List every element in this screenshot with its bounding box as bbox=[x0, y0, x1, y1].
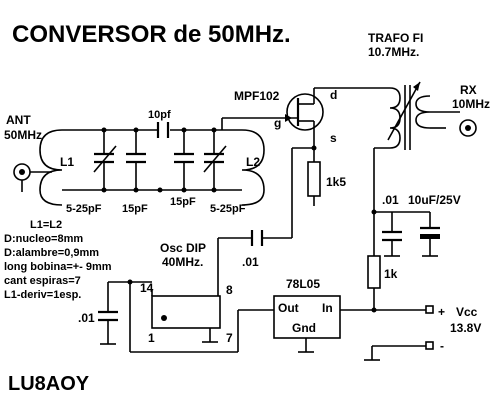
cap-15a-label: 15pF bbox=[122, 203, 148, 215]
capacitor-15pf-a bbox=[126, 127, 146, 193]
rx-label: RX bbox=[460, 83, 477, 97]
reg-label: 78L05 bbox=[286, 277, 320, 291]
fet-mpf102 bbox=[222, 88, 324, 148]
osc-pin-8: 8 bbox=[226, 283, 233, 297]
capacitor-01-c bbox=[98, 282, 118, 345]
reg-out-label: Out bbox=[278, 301, 299, 315]
reg-in-label: In bbox=[322, 301, 333, 315]
rx-connector bbox=[459, 119, 477, 137]
trimmer-left bbox=[93, 127, 117, 193]
vcc-terminal-plus bbox=[425, 305, 434, 314]
coil-l2 bbox=[212, 129, 265, 206]
capacitor-10pf bbox=[156, 122, 170, 138]
diagram-title: CONVERSOR de 50MHz. bbox=[12, 21, 291, 48]
vcc-plus: + bbox=[438, 305, 445, 319]
res-1k5-label: 1k5 bbox=[326, 175, 346, 189]
trim-left-label: 5-25pF bbox=[66, 203, 102, 215]
ant-freq-label: 50MHz bbox=[4, 128, 42, 142]
cap-elec-label: 10uF/25V bbox=[408, 193, 461, 207]
cap-01a-label: .01 bbox=[382, 193, 399, 207]
cap-01c-label: .01 bbox=[78, 311, 95, 325]
trafo-label: TRAFO FI bbox=[368, 31, 423, 45]
osc-label: Osc DIP bbox=[160, 241, 206, 255]
note-line: long bobina=+- 9mm bbox=[4, 261, 112, 273]
l1-label: L1 bbox=[60, 155, 74, 169]
antenna-connector bbox=[13, 163, 31, 192]
vcc-minus: - bbox=[440, 339, 444, 353]
osc-dip-module bbox=[151, 290, 221, 329]
resistor-1k5 bbox=[307, 161, 321, 206]
callsign: LU8AOY bbox=[8, 373, 90, 395]
cap-15b-label: 15pF bbox=[170, 196, 196, 208]
trafo-fi bbox=[370, 81, 431, 150]
fet-pin-d: d bbox=[330, 88, 337, 102]
vcc-label: Vcc bbox=[456, 305, 478, 319]
vcc-terminal-minus bbox=[425, 341, 434, 350]
note-line: D:alambre=0,9mm bbox=[4, 247, 99, 259]
fet-label: MPF102 bbox=[234, 89, 280, 103]
reg-gnd-label: Gnd bbox=[292, 321, 316, 335]
note-line: cant espiras=7 bbox=[4, 275, 81, 287]
l2-label: L2 bbox=[246, 155, 260, 169]
capacitor-15pf-b bbox=[174, 127, 194, 193]
resistor-1k bbox=[367, 212, 381, 310]
fet-pin-g: g bbox=[274, 116, 281, 130]
ant-label: ANT bbox=[6, 113, 31, 127]
coil-notes: L1=L2 D:nucleo=8mm D:alambre=0,9mm long … bbox=[4, 219, 112, 301]
note-line: L1=L2 bbox=[30, 219, 62, 231]
osc-pin-14: 14 bbox=[140, 281, 154, 295]
capacitor-10uf bbox=[420, 212, 440, 257]
cap-10pf-label: 10pf bbox=[148, 109, 171, 121]
rx-freq-label: 10MHz bbox=[452, 97, 490, 111]
note-line: D:nucleo=8mm bbox=[4, 233, 83, 245]
capacitor-01-b bbox=[217, 230, 264, 296]
trimmer-right bbox=[203, 127, 227, 193]
osc-freq-label: 40MHz. bbox=[162, 255, 203, 269]
note-line: L1-deriv=1esp. bbox=[4, 289, 81, 301]
fet-pin-s: s bbox=[330, 131, 337, 145]
trim-right-label: 5-25pF bbox=[210, 203, 246, 215]
osc-pin-7: 7 bbox=[226, 331, 233, 345]
osc-pin-1: 1 bbox=[148, 331, 155, 345]
vcc-volt-label: 13.8V bbox=[450, 321, 481, 335]
coil-l1 bbox=[39, 129, 92, 206]
cap-01b-label: .01 bbox=[242, 255, 259, 269]
res-1k-label: 1k bbox=[384, 267, 398, 281]
capacitor-01-a bbox=[382, 212, 402, 257]
regulator-78l05 bbox=[273, 295, 341, 353]
trafo-freq-label: 10.7MHz. bbox=[368, 45, 419, 59]
